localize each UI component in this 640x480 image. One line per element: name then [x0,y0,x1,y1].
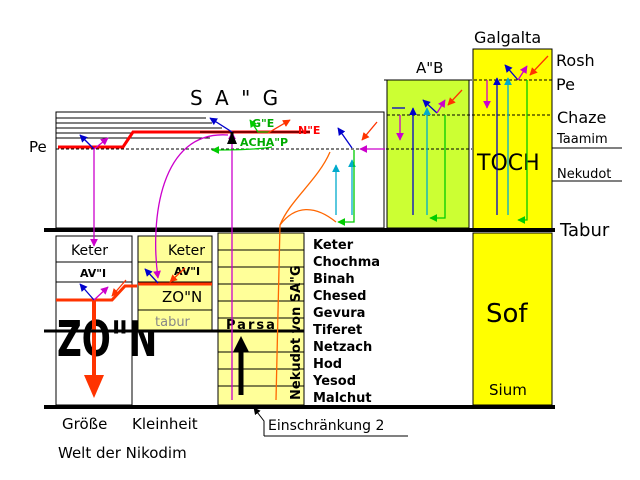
groesse-label: Größe [62,415,107,433]
ab-title: A"B [416,59,443,77]
mid-avi: AV"I [174,265,200,278]
left-avi: AV"I [80,267,106,280]
sefira-7: Hod [313,357,342,372]
sag-title: S A " G [190,86,281,110]
left-keter: Keter [71,243,108,259]
sefira-1: Chochma [313,255,380,270]
kleinheit-label: Kleinheit [132,415,198,433]
sefira-0: Keter [313,238,354,253]
mid-keter: Keter [168,243,205,259]
sefirot-list: Keter Chochma Binah Chesed Gevura Tifere… [312,238,380,406]
taamim-label: Taamim [556,132,608,147]
mid-zon: ZO"N [162,288,202,306]
galgalta-title: Galgalta [474,28,541,47]
tabur-label: Tabur [559,220,610,241]
rosh-label: Rosh [556,51,595,70]
ge-label: G"E [252,117,274,130]
ab-block [386,79,470,229]
sefira-9: Malchut [313,391,372,406]
achap-label: ACHA"P [240,136,288,149]
ne-label: N"E [298,124,320,137]
sag-pe-label: Pe [29,138,47,156]
sof-label: Sof [486,299,528,329]
welt-label: Welt der Nikodim [58,444,187,462]
sefira-8: Yesod [312,374,356,389]
sefira-4: Gevura [313,306,365,321]
sefira-3: Chesed [313,289,366,304]
sefira-2: Binah [313,272,355,287]
galgalta-upper-block [472,48,553,230]
sag-box [55,111,385,229]
pe-label: Pe [556,75,575,94]
galgalta-sof-block [472,232,553,406]
parsa-label: Parsa [226,318,277,333]
chaze-label: Chaze [557,108,606,127]
nekudot-label: Nekudot [557,167,611,182]
nekudot-vertical-label: Nekudot von SA"G [289,265,304,400]
sefira-5: Tiferet [313,323,362,338]
sium-label: Sium [489,381,527,399]
sefira-6: Netzach [313,340,372,355]
mid-tabur: tabur [155,315,191,330]
einschraenkung-label: Einschränkung 2 [268,418,384,434]
